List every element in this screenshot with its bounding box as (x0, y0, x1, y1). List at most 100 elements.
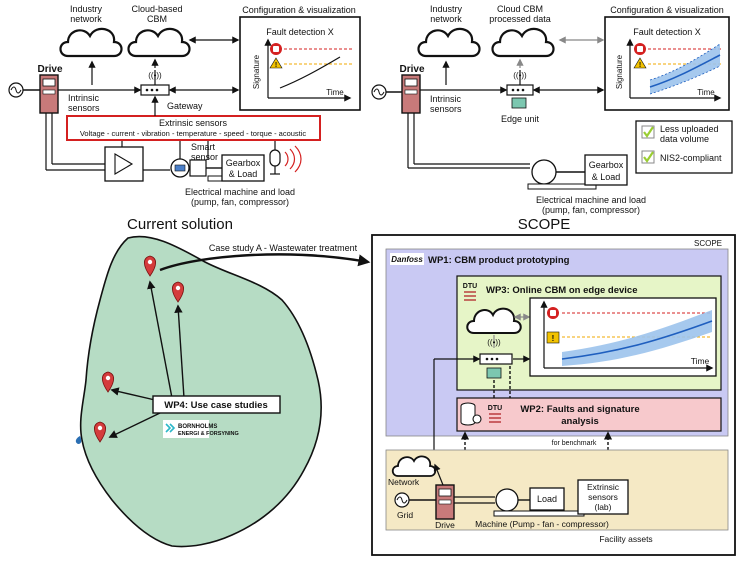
extrinsic-sensors-list: Voltage - current - vibration - temperat… (80, 129, 307, 138)
scope-stop-hand-icon (547, 307, 559, 319)
wp1-label: WP1: CBM product prototyping (428, 255, 570, 266)
svg-text:!: ! (552, 334, 555, 343)
power-analyzer-icon (104, 146, 144, 182)
facility-assets-label: Facility assets (599, 534, 652, 544)
location-pin-icon (143, 255, 157, 277)
svg-text:((•)): ((•)) (487, 338, 501, 347)
cloud-cbm-icon (127, 27, 191, 58)
scope-edge-unit-icon: ((•)) (479, 335, 513, 379)
intrinsic-sensors-label-right: Intrinsic (430, 94, 462, 104)
svg-text:!: ! (275, 62, 277, 69)
machine-label-right-2: (pump, fan, compressor) (542, 205, 640, 215)
smart-sensor-label-2: sensor (191, 152, 218, 162)
svg-text:((•)): ((•)) (513, 71, 527, 80)
bornholm-map (75, 235, 322, 548)
svg-text:((•)): ((•)) (148, 71, 162, 80)
fault-title-right: Fault detection X (633, 27, 701, 37)
scope-cloud-icon (466, 307, 522, 334)
config-title: Configuration & visualization (242, 5, 356, 15)
industry-network-label-right-2: network (430, 14, 462, 24)
wp4-label: WP4: Use case studies (164, 400, 268, 411)
dtu-logo-2: DTU (488, 405, 502, 423)
cloud-cbm-processed-icon (491, 27, 555, 58)
extrinsic-lab-label: Extrinsic (587, 482, 620, 492)
time-axis-label: Time (326, 88, 344, 97)
current-solution-heading: Current solution (127, 216, 233, 233)
dtu-logo: DTU (463, 283, 477, 301)
grid-label: Grid (397, 510, 413, 520)
gateway-label: Gateway (167, 101, 203, 111)
wp3-label: WP3: Online CBM on edge device (486, 285, 638, 296)
config-title-right: Configuration & visualization (610, 5, 724, 15)
scope-time-label: Time (691, 356, 710, 366)
extrinsic-sensors-box (66, 115, 321, 141)
gateway-icon: ((•)) (140, 70, 170, 96)
svg-text:BORNHOLMS: BORNHOLMS (178, 424, 217, 430)
intrinsic-sensors-label-2: sensors (68, 103, 100, 113)
machine-label-right: Electrical machine and load (536, 195, 646, 205)
drive-label: Drive (37, 64, 62, 75)
intrinsic-sensors-label: Intrinsic (68, 93, 100, 103)
case-study-arrow (159, 253, 371, 272)
load-label: Load (537, 494, 557, 504)
proposed-architecture: Industry network Cloud CBM processed dat… (371, 4, 733, 215)
check-icon-2 (641, 150, 655, 164)
industry-network-label-2: network (70, 14, 102, 24)
extrinsic-lab-label-3: (lab) (594, 502, 611, 512)
wp2-label: WP2: Faults and signature (520, 404, 639, 415)
location-pin-icon-3 (101, 371, 115, 393)
intrinsic-sensors-label-right-2: sensors (430, 104, 462, 114)
scope-machine-label: Machine (Pump - fan - compressor) (475, 519, 609, 529)
time-axis-label-right: Time (697, 88, 715, 97)
confidence-band (650, 44, 720, 94)
benchmark-label: for benchmark (552, 440, 597, 447)
drive-icon-right (401, 74, 421, 114)
scope-confidence-band (562, 310, 712, 366)
wp2-label-2: analysis (561, 416, 599, 427)
signature-axis-label-right: Signature (615, 54, 624, 89)
database-gear-icon (460, 402, 482, 426)
cloud-cbm-processed-label: Cloud CBM (497, 4, 543, 14)
svg-text:DTU: DTU (463, 283, 477, 290)
motor-icon-right (527, 159, 597, 190)
gearbox-label-2: & Load (229, 169, 258, 179)
bornholms-logo: BORNHOLMS ENERGI & FORSYNING (163, 420, 239, 438)
scope-drive-icon (435, 484, 455, 520)
industry-network-label: Industry (70, 4, 103, 14)
edge-unit-icon: ((•)) (506, 70, 534, 109)
warning-icon-right: ! (633, 57, 647, 69)
svg-text:ENERGI & FORSYNING: ENERGI & FORSYNING (178, 431, 239, 437)
gearbox-label: Gearbox (226, 158, 261, 168)
fault-title: Fault detection X (266, 27, 334, 37)
warning-icon: ! (269, 57, 283, 69)
network-label: Network (388, 477, 420, 487)
gearbox-label-right: Gearbox (589, 160, 624, 170)
industry-network-label-right: Industry (430, 4, 463, 14)
scope-heading: SCOPE (518, 216, 571, 233)
svg-text:!: ! (639, 62, 641, 69)
danfoss-logo: Danfoss (390, 253, 424, 265)
extrinsic-lab-box (577, 479, 629, 515)
scope-corner-label: SCOPE (694, 239, 722, 248)
stop-hand-icon-right (634, 43, 646, 55)
scope-warning-icon: ! (546, 331, 560, 344)
location-pin-icon-4 (93, 421, 107, 443)
benefit-less-data: Less uploaded (660, 124, 719, 134)
scope-drive-label: Drive (435, 520, 455, 530)
cloud-cbm-label: Cloud-based (131, 4, 182, 14)
grid-icon (394, 492, 410, 508)
case-study-label: Case study A - Wastewater treatment (209, 243, 358, 253)
industry-network-cloud-icon-right (417, 27, 481, 58)
smart-sensor-label: Smart (191, 142, 216, 152)
load-box (529, 487, 565, 511)
grid-source-icon-right (371, 84, 387, 100)
signature-axis-label: Signature (252, 54, 261, 89)
signature-curve (279, 56, 341, 89)
gearbox-box (221, 154, 265, 182)
grid-source-icon (8, 82, 24, 98)
stop-hand-icon (270, 43, 282, 55)
drive-label-right: Drive (399, 64, 424, 75)
microphone-icon (269, 145, 302, 175)
cloud-cbm-processed-label-2: processed data (489, 14, 551, 24)
